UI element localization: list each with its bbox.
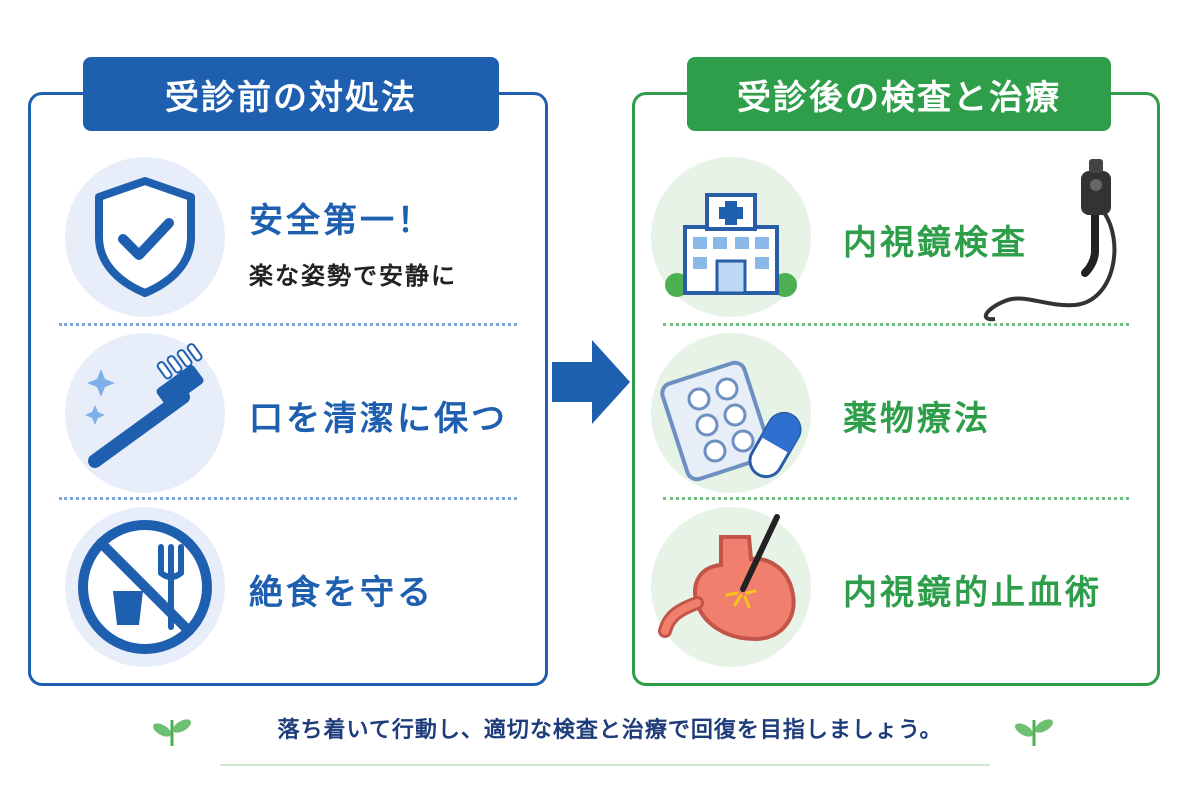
shield-icon-circle <box>65 157 225 317</box>
toothbrush-icon-circle <box>65 333 225 493</box>
endoscopy-label: 内視鏡検査 <box>843 223 1028 263</box>
endoscopic-hemostasis-label: 内視鏡的止血術 <box>843 573 1102 613</box>
stomach-icon <box>658 514 796 642</box>
list-item: 薬物療法 <box>635 327 1157 499</box>
no-food-icon <box>78 520 212 654</box>
after-visit-panel: 受診後の検査と治療 内視鏡検査 <box>632 57 1160 686</box>
hospital-icon-circle <box>651 157 811 317</box>
after-visit-title: 受診後の検査と治療 <box>687 57 1111 131</box>
endoscope-icon <box>983 159 1117 322</box>
divider <box>663 323 1129 326</box>
divider <box>663 497 1129 500</box>
footer-divider <box>220 764 990 766</box>
before-visit-title: 受診前の対処法 <box>83 57 499 131</box>
list-item: 口を清潔に保つ <box>31 327 545 499</box>
toothbrush-icon <box>85 343 204 468</box>
stomach-icon-circle <box>651 507 811 667</box>
list-item: 内視鏡検査 <box>635 151 1157 323</box>
divider <box>59 497 517 500</box>
list-item: 絶食を守る <box>31 501 545 673</box>
drug-therapy-label: 薬物療法 <box>843 399 991 439</box>
shield-check-icon <box>95 177 195 297</box>
arrow-right-icon <box>552 340 630 424</box>
hospital-icon <box>665 193 797 297</box>
medicine-icon <box>660 360 802 482</box>
keep-fasting-label: 絶食を守る <box>249 573 434 613</box>
leaf-icon <box>152 719 192 747</box>
footer-message: 落ち着いて行動し、適切な検査と治療で回復を目指しましょう。 <box>277 718 943 743</box>
safety-first-label: 安全第一！ <box>249 201 434 241</box>
divider <box>59 323 517 326</box>
rest-posture-label: 楽な姿勢で安静に <box>249 262 457 290</box>
before-visit-panel: 受診前の対処法 安全第一！ 楽な姿勢で安静に <box>28 57 548 686</box>
no-food-icon-circle <box>65 507 225 667</box>
leaf-icon <box>1014 719 1054 747</box>
keep-mouth-clean-label: 口を清潔に保つ <box>249 399 508 439</box>
safety-first-text: 安全第一！ 楽な姿勢で安静に <box>249 193 457 291</box>
medicine-icon-circle <box>651 333 811 493</box>
list-item: 内視鏡的止血術 <box>635 501 1157 673</box>
list-item: 安全第一！ 楽な姿勢で安静に <box>31 151 545 323</box>
